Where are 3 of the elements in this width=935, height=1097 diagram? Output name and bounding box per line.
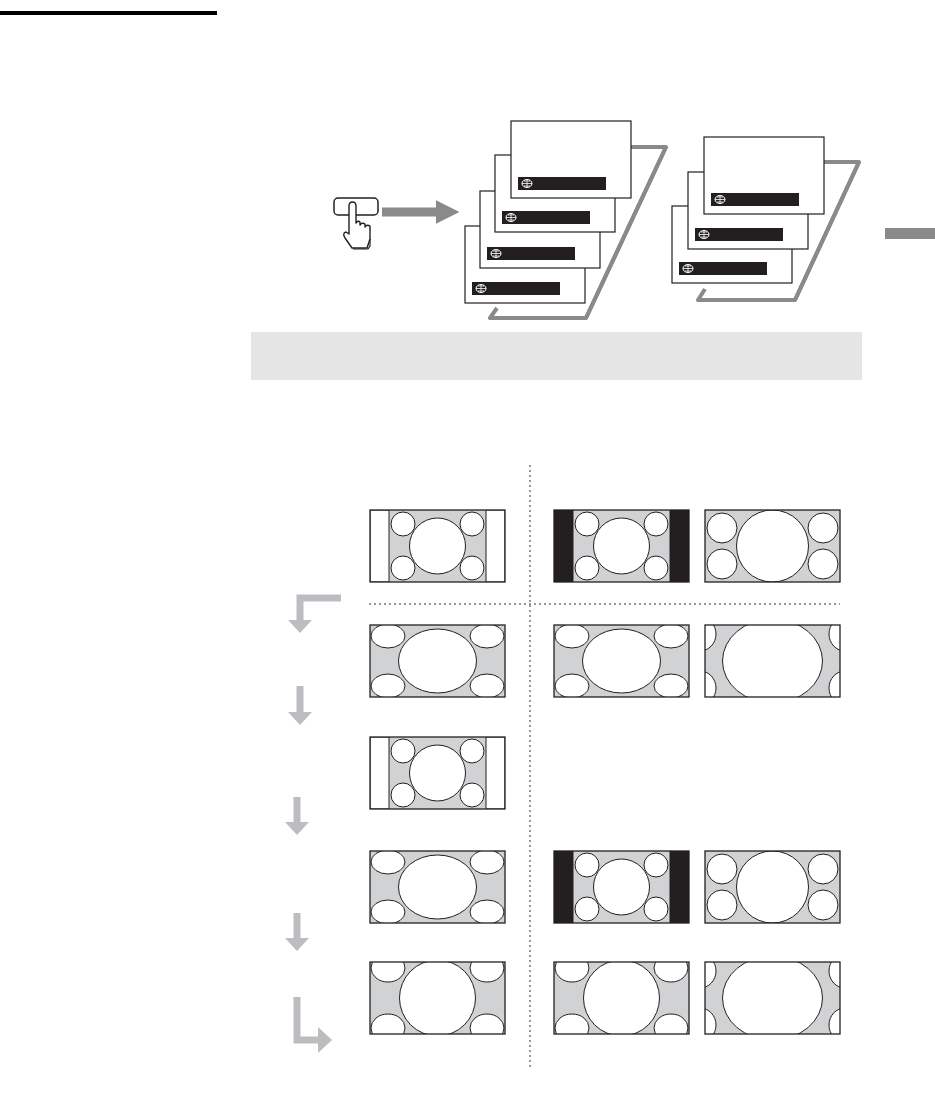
- hand-press-button-drawing: [332, 196, 382, 250]
- screen-stack-drawing: [668, 134, 862, 302]
- banner-band: [251, 332, 862, 380]
